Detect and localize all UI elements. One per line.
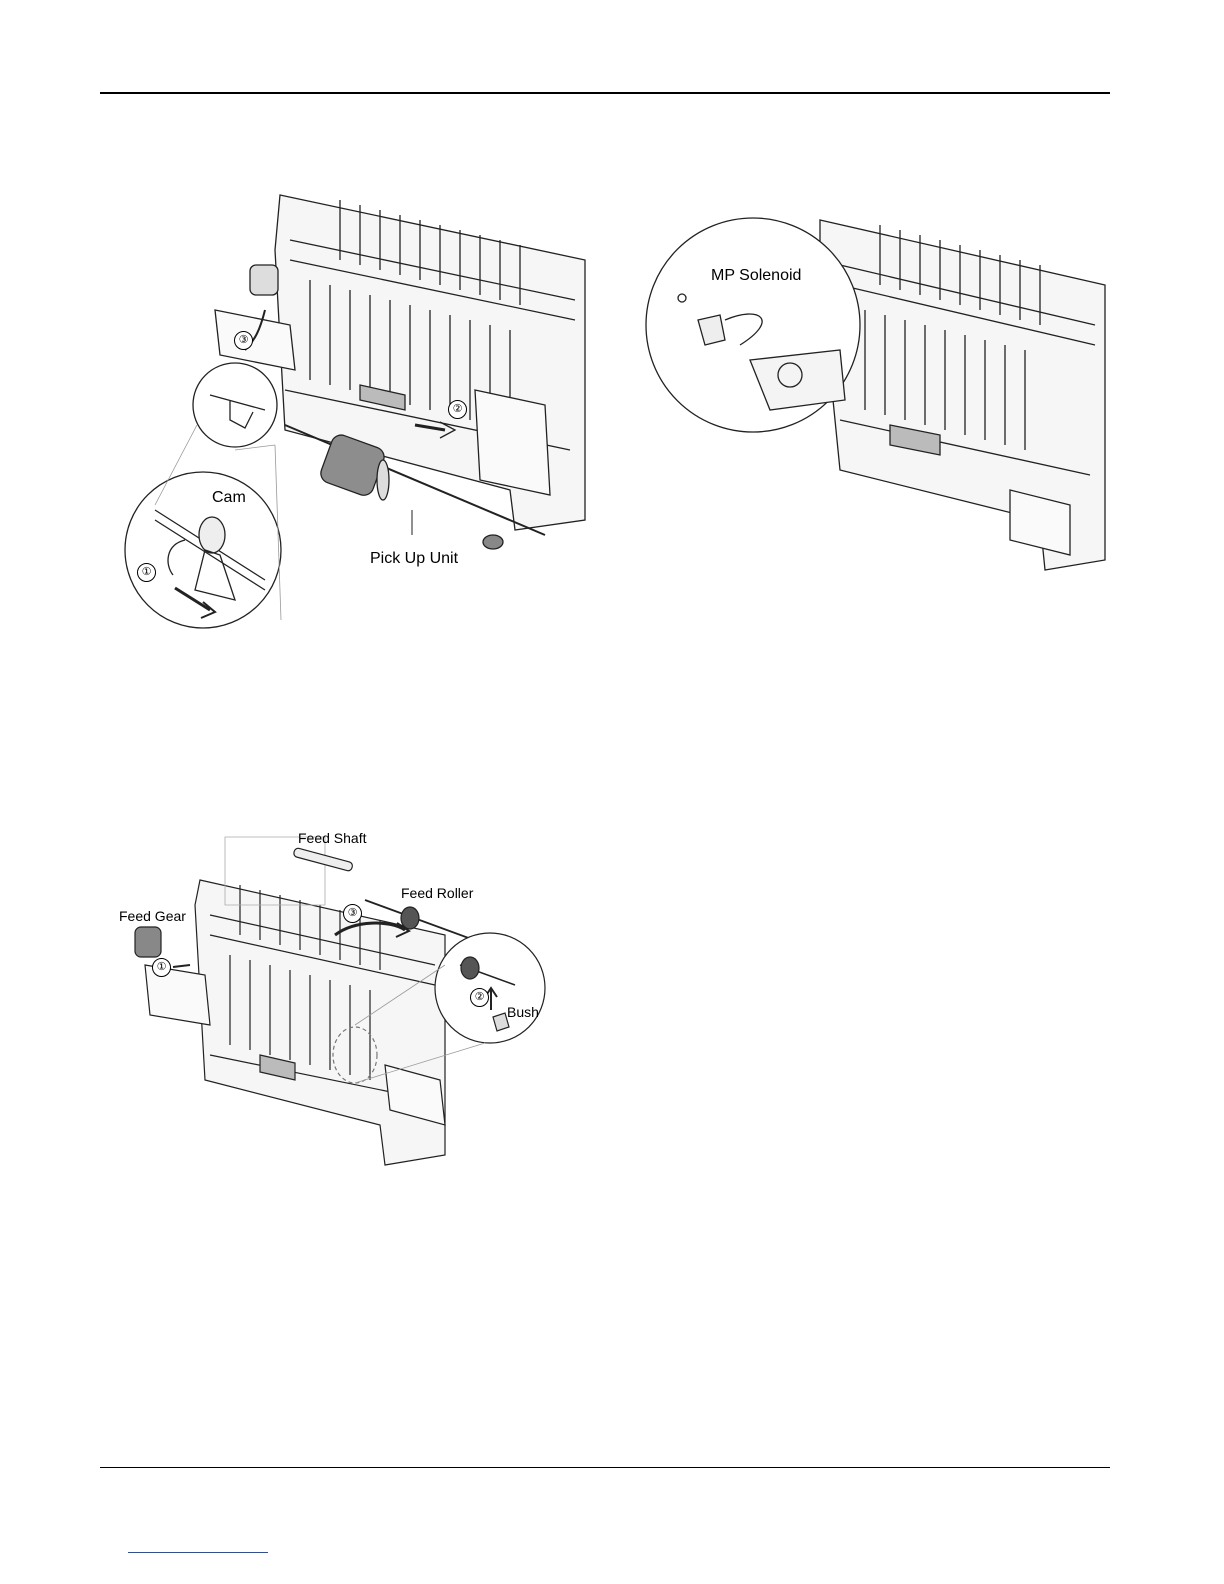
feed-roller-label: Feed Roller <box>401 886 473 900</box>
step-2-marker: ② <box>448 400 467 419</box>
pickup-unit-figure: Cam Pick Up Unit ① ② ③ <box>115 190 585 635</box>
mp-solenoid-label: MP Solenoid <box>711 268 801 284</box>
header-rule <box>100 92 1110 94</box>
footer-rule <box>100 1467 1110 1468</box>
feed-step-3-marker: ③ <box>343 904 362 923</box>
mp-solenoid-figure: MP Solenoid <box>650 210 1105 580</box>
feed-step-1-marker: ① <box>152 958 171 977</box>
step-1-marker: ① <box>137 563 156 582</box>
pickup-unit-label: Pick Up Unit <box>370 551 458 567</box>
cam-label: Cam <box>212 490 246 506</box>
pickup-unit-illustration <box>115 190 585 635</box>
step-3-marker: ③ <box>234 331 253 350</box>
mp-solenoid-illustration <box>650 210 1105 580</box>
feed-step-2-marker: ② <box>470 988 489 1007</box>
footer-link[interactable] <box>128 1552 268 1553</box>
bush-label: Bush <box>507 1005 539 1019</box>
feed-roller-figure: Feed Shaft Feed Roller Feed Gear Bush ① … <box>115 825 550 1180</box>
feed-gear-label: Feed Gear <box>119 909 186 923</box>
feed-shaft-label: Feed Shaft <box>298 831 367 845</box>
